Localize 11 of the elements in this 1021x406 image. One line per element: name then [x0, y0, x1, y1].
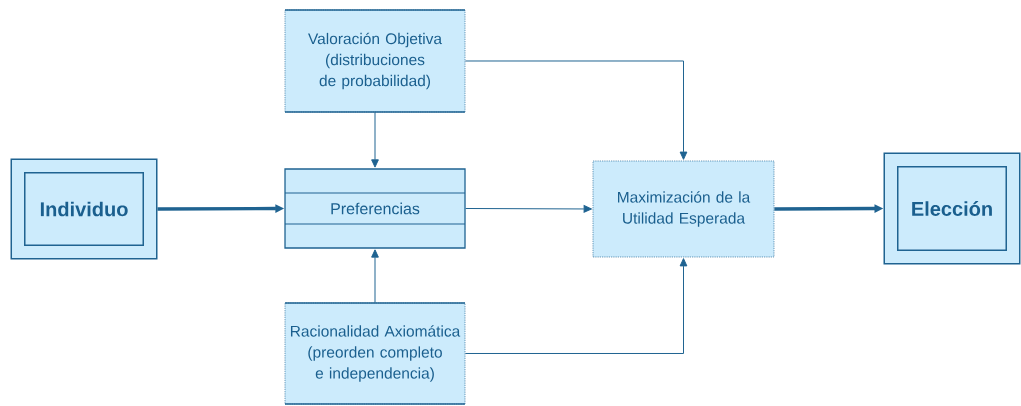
arrow	[464, 258, 688, 354]
process-box: Valoración Objetiva (distribuciones de probabilidad)	[284, 9, 466, 113]
arrow	[371, 111, 379, 168]
process-box: Maximización de la Utilidad Esperada	[592, 160, 775, 258]
framed-box: Elección	[883, 152, 1021, 265]
table-box: Preferencias	[284, 168, 466, 249]
process-box: Racionalidad Axiomática (preorden completo e independencia)	[284, 302, 466, 405]
framed-box: Individuo	[10, 158, 158, 260]
arrow	[465, 205, 592, 213]
arrow	[464, 60, 688, 160]
arrow	[371, 249, 379, 304]
